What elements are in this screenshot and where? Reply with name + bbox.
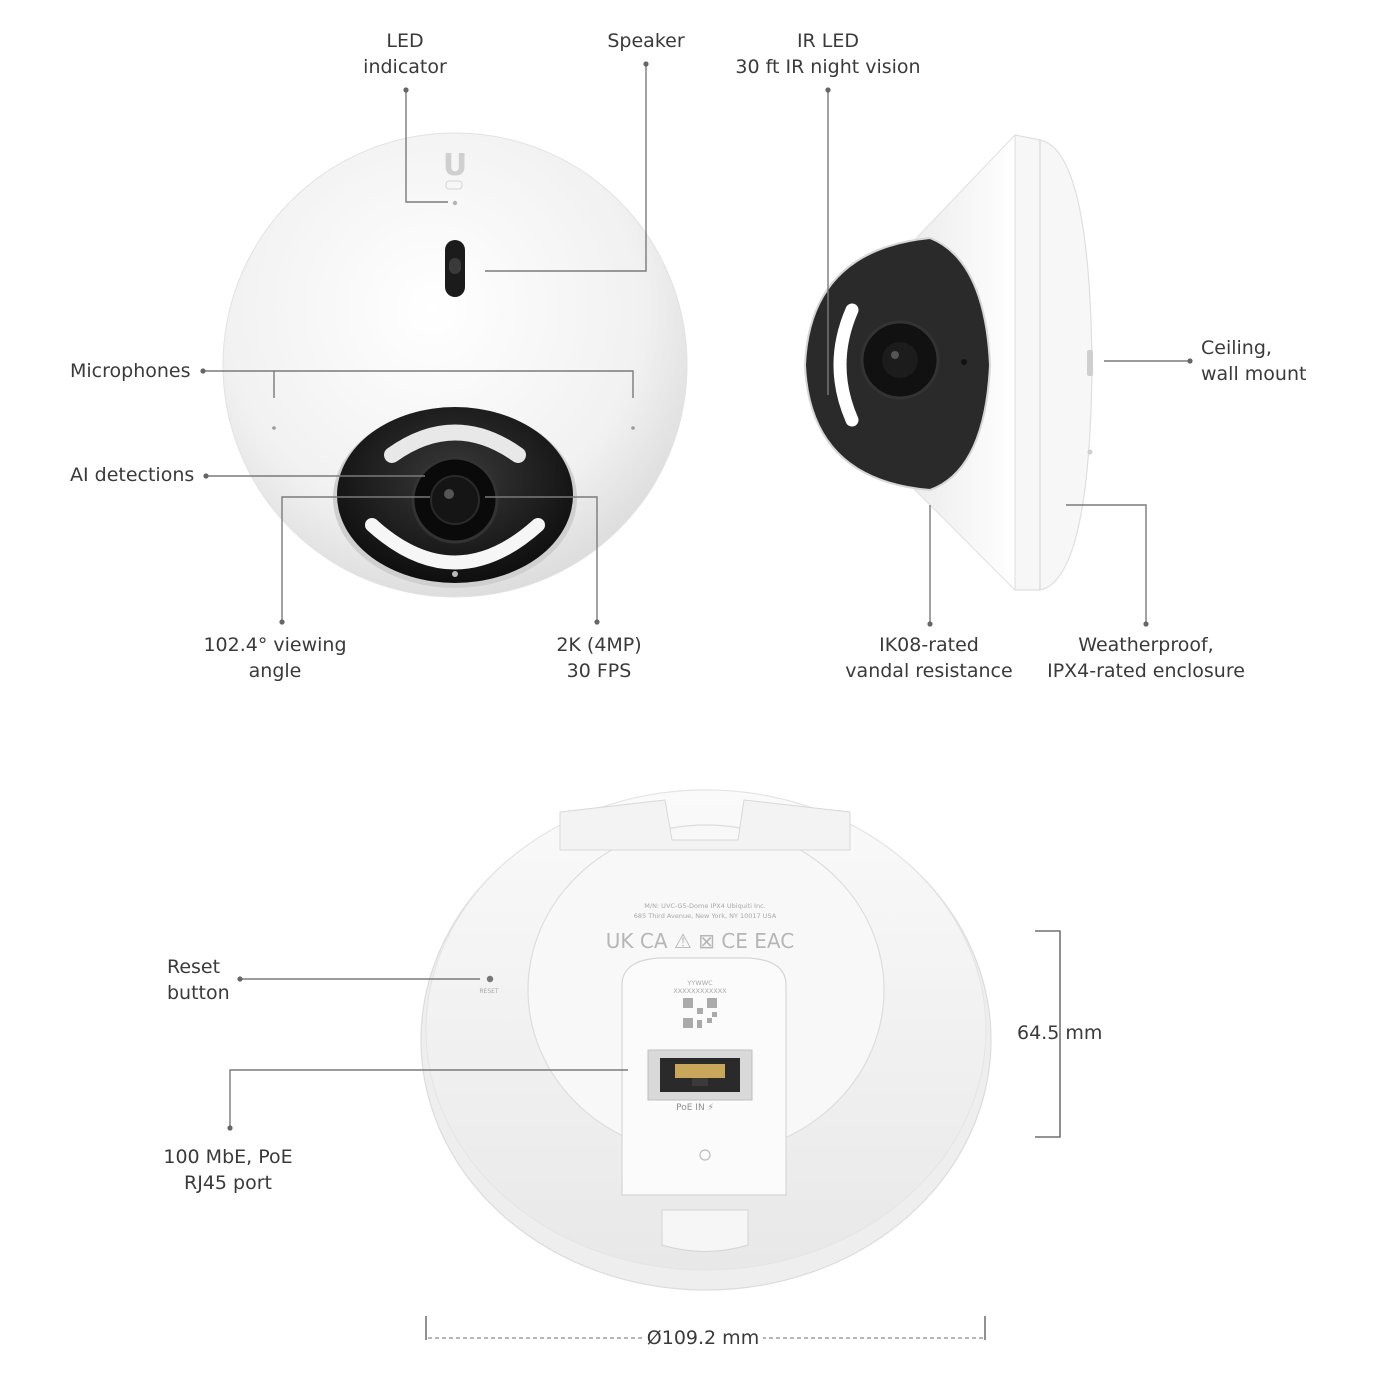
- ir-led-lower-icon: [365, 518, 545, 570]
- ubiquiti-logo-icon: U: [443, 148, 467, 183]
- label-weatherproof: Weatherproof,IPX4-rated enclosure: [1047, 634, 1245, 682]
- ir-led-upper-icon: [384, 424, 526, 463]
- mount-tabs: [559, 799, 851, 851]
- mount-plate: [1014, 134, 1093, 591]
- model-line-1: M/N: UVC-G5-Dome IPX4 Ubiquiti Inc.: [644, 902, 765, 910]
- front-dome-view: U: [222, 132, 688, 598]
- label-ai-detections: AI detections: [70, 464, 195, 486]
- label-microphones: Microphones: [70, 360, 191, 382]
- label-resolution: 2K (4MP)30 FPS: [556, 634, 642, 682]
- reset-pinhole-icon: [486, 975, 494, 983]
- microphone-hole-icon: [272, 426, 276, 430]
- logo-badge: [445, 180, 463, 190]
- label-speaker: Speaker: [607, 30, 685, 52]
- bottom-view: [420, 789, 992, 1291]
- cert-marks: UK CA ⚠ ⊠ CE EAC: [606, 929, 794, 953]
- serial-line-1: YYWWC: [686, 979, 713, 987]
- side-view: [803, 133, 1093, 592]
- cable-cover-tab: [661, 1209, 749, 1252]
- side-ir-led-icon: [833, 303, 859, 427]
- qr-code-icon: [683, 998, 717, 1028]
- led-indicator-icon: [452, 200, 458, 206]
- reset-marking: RESET: [479, 988, 499, 995]
- model-line-2: 685 Third Avenue, New York, NY 10017 USA: [634, 912, 777, 920]
- screw-hole-icon: [699, 1149, 711, 1161]
- label-ceiling-mount: Ceiling,wall mount: [1201, 337, 1307, 385]
- dimension-height: 64.5 mm: [1017, 1022, 1103, 1044]
- dimension-diameter: Ø109.2 mm: [642, 1325, 764, 1351]
- product-markings: RESET PoE IN ⚡ M/N: UVC-G5-Dome IPX4 Ubi…: [479, 902, 794, 1113]
- leader-lines: [200, 61, 1193, 1340]
- microphone-hole-icon: [631, 426, 635, 430]
- poe-marking: PoE IN ⚡: [676, 1103, 714, 1113]
- mount-slot: [1087, 350, 1093, 376]
- serial-line-2: XXXXXXXXXXXX: [673, 987, 727, 995]
